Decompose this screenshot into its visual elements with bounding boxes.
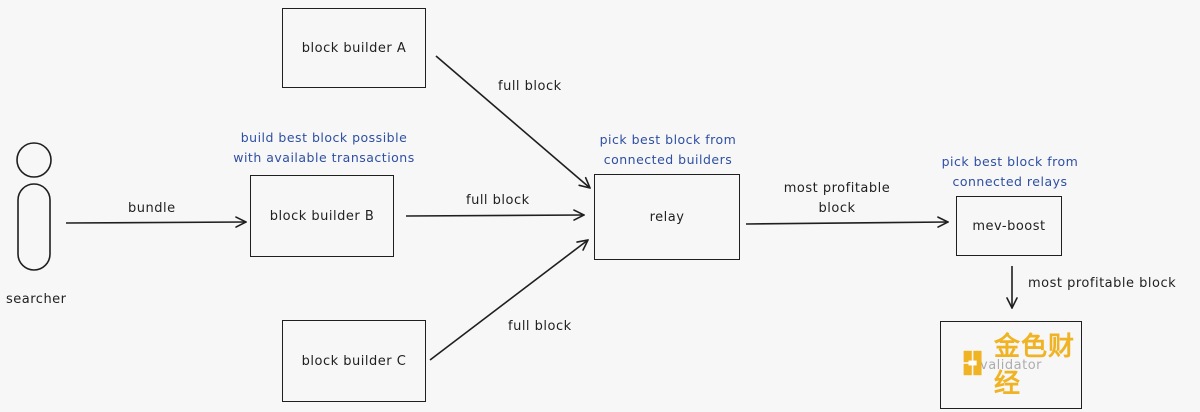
block-builder-b-label: block builder B [269, 208, 375, 224]
mev-boost-label: mev-boost [972, 218, 1046, 234]
builder-note-line2: with available transactions [233, 150, 415, 165]
full-block-arrow-b [405, 215, 584, 216]
builder-note-line1: build best block possible [240, 130, 408, 145]
block-builder-b-box: block builder B [250, 175, 394, 257]
relay-label: relay [649, 209, 685, 225]
block-builder-a-label: block builder A [301, 40, 407, 56]
full-block-arrow-a [435, 55, 590, 188]
relay-note: pick best block from connected builders [580, 130, 756, 170]
full-block-label-c: full block [508, 319, 572, 334]
bundle-label: bundle [128, 201, 176, 216]
full-block-arrow-c [429, 240, 588, 361]
relay-box: relay [594, 174, 740, 260]
most-profitable-label-line2: block [818, 201, 856, 216]
most-profitable-arrow [745, 222, 948, 224]
most-profitable-down-label: most profitable block [1028, 276, 1177, 291]
bundle-arrow [65, 222, 246, 223]
proposer-label: validator [980, 357, 1042, 373]
full-block-label-b: full block [466, 193, 530, 208]
mev-boost-note-line2: connected relays [952, 174, 1068, 189]
builder-note: build best block possible with available… [214, 128, 434, 168]
block-builder-c-box: block builder C [282, 320, 426, 402]
most-profitable-label: most profitable block [772, 179, 902, 219]
mev-boost-box: mev-boost [956, 196, 1062, 256]
block-builder-a-box: block builder A [282, 8, 426, 88]
most-profitable-label-line1: most profitable [783, 181, 891, 196]
mev-boost-note: pick best block from connected relays [922, 152, 1098, 192]
full-block-label-a: full block [498, 79, 562, 94]
searcher-label: searcher [6, 292, 67, 307]
relay-note-line1: pick best block from [599, 132, 737, 147]
watermark-logo: 金色财经 [962, 332, 1082, 399]
searcher-figure-icon [16, 142, 52, 271]
relay-note-line2: connected builders [603, 152, 733, 167]
watermark-logo-icon [963, 350, 982, 376]
block-builder-c-label: block builder C [301, 353, 407, 369]
watermark-text: 金色财经 [994, 332, 1076, 399]
mev-boost-note-line1: pick best block from [941, 154, 1079, 169]
